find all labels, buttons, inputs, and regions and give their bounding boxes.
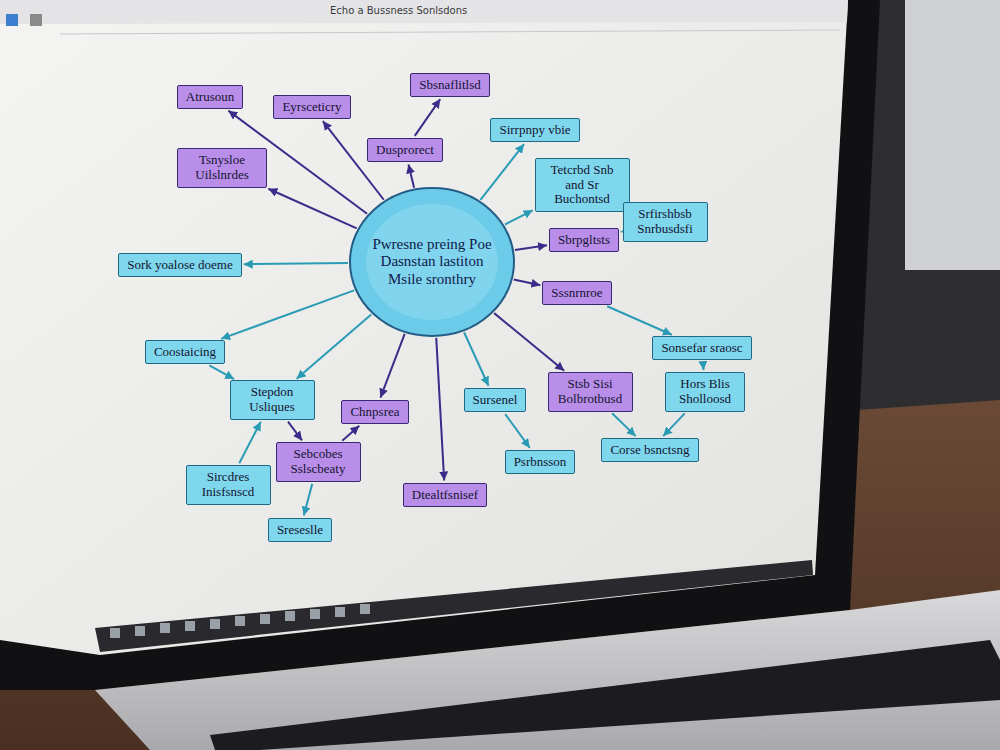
topic-text: Coostaicing [154,345,216,360]
connector-arrow [408,164,414,187]
connector-arrow [209,365,234,379]
topic-text: Dtealtfsnisef [412,488,478,503]
topic-box: Sbsnaflitlsd [410,73,489,98]
connector-arrow [620,231,622,233]
topic-text: Sirrpnpy vbie [499,123,570,138]
connector-arrow [494,313,564,371]
topic-text: Srfirshbsb Snrbusdsfi [632,207,699,237]
topic-box: Chnpsrea [341,400,408,425]
connector-arrow [221,290,354,338]
topic-text: Eyrsceticry [282,100,341,115]
central-topic: Pwresne preing Poe Dasnstan lastiton Msi… [348,186,516,338]
connector-arrow [607,306,672,334]
topic-text: Sursenel [473,393,518,408]
topic-box: Dtealtfsnisef [403,483,487,508]
topic-text: Sork yoalose doeme [127,258,232,273]
topic-text: Sonsefar sraosc [661,341,742,356]
connector-arrow [464,332,488,385]
connector-arrow [244,263,348,264]
topic-text: Dusprorect [376,143,434,158]
laptop-body [95,590,1000,750]
topic-text: Sbsnaflitlsd [419,78,480,93]
topic-box: Hors Blis Sholloosd [665,372,745,412]
connector-arrow [505,210,533,224]
topic-text: Stepdon Usliques [239,385,306,415]
topic-box: Tetcrbd Snb and Sr Buchontsd [535,158,630,213]
title-bar [0,0,848,24]
connector-arrow [702,362,705,370]
topic-box: Corse bsnctsng [601,438,698,463]
topic-box: Sbrpgltsts [549,228,619,253]
app-icon [30,14,42,26]
topic-box: Srfirshbsb Snrbusdsfi [623,202,708,242]
topic-box: Sssnrnroe [542,281,611,306]
topic-box: Stepdon Usliques [230,380,315,420]
topic-text: Sircdres Inisfsnscd [195,470,262,500]
connector-arrow [515,245,547,250]
window-title: Echo a Bussness Sonlsdons [330,5,467,16]
topic-text: Tsnysloe Uilslnrdes [186,153,258,183]
topic-text: Sebcobes Sslscbeaty [285,447,352,477]
connector-arrow [239,422,261,464]
connector-arrow [415,99,440,136]
topic-text: Stsb Sisi Bolbrotbusd [557,377,624,407]
topic-box: Eyrsceticry [273,95,350,120]
connector-arrow [505,414,530,448]
laptop-screen [0,0,848,655]
topic-box: Tsnysloe Uilslnrdes [177,148,267,188]
topic-text: Corse bsnctsng [610,443,689,458]
topic-box: Coostaicing [145,340,225,365]
topic-box: Psrbnsson [505,450,576,475]
toolbar-rule [60,30,840,34]
topic-box: Dusprorect [367,138,443,163]
topic-text: Hors Blis Sholloosd [674,377,736,407]
connector-arrow [268,189,356,229]
topic-box: Sreseslle [268,518,332,543]
topic-box: Atrusoun [177,85,243,110]
taskbar-icons [110,604,370,638]
laptop-bezel [0,0,880,690]
topic-text: Psrbnsson [514,455,567,470]
topic-box: Stsb Sisi Bolbrotbusd [548,372,633,412]
topic-box: Sircdres Inisfsnscd [186,465,271,505]
connector-arrow [480,144,524,200]
connector-arrow [288,422,302,441]
topic-text: Sbrpgltsts [558,233,610,248]
connector-arrow [436,338,444,481]
topic-text: Tetcrbd Snb and Sr Buchontsd [544,163,621,208]
topic-box: Sirrpnpy vbie [490,118,579,143]
topic-text: Atrusoun [186,90,234,105]
connector-arrow [514,279,541,285]
topic-text: Sssnrnroe [551,286,602,301]
app-icon [6,14,18,26]
topic-text: Chnpsrea [350,405,399,420]
topic-box: Sork yoalose doeme [118,253,241,278]
connector-arrow [342,426,359,441]
connector-arrow [380,334,404,398]
keyboard [210,640,1000,750]
topic-box: Sonsefar sraosc [652,336,751,361]
topic-box: Sursenel [464,388,527,413]
window-light [905,0,1000,270]
topic-text: Pwresne preing Poe Dasnstan lastiton Msi… [368,236,496,288]
connector-arrow [304,484,312,516]
connector-arrow [612,413,636,436]
topic-text: Sreseslle [277,523,323,538]
connector-arrow [297,314,372,378]
connector-arrow [663,413,685,436]
topic-box: Sebcobes Sslscbeaty [276,442,361,482]
